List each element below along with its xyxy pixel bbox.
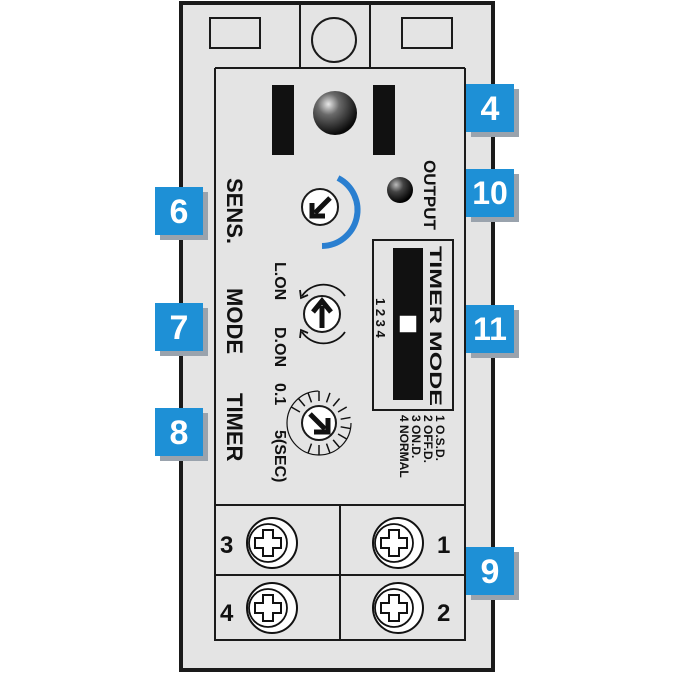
mode-label: MODE xyxy=(222,288,247,354)
mount-hole xyxy=(311,17,357,63)
timer-dial-tick xyxy=(340,426,351,430)
timer-dial-tick xyxy=(340,416,351,420)
lens-bar-left xyxy=(272,85,294,155)
callout-6: 6 xyxy=(155,187,208,240)
terminal-4-screw[interactable] xyxy=(246,582,298,634)
mode-knob-arrow-icon xyxy=(311,297,333,328)
callout-4: 4 xyxy=(466,84,519,137)
timer-dial-tick xyxy=(332,439,341,448)
callout-10: 10 xyxy=(466,169,519,222)
callout-9: 9 xyxy=(466,547,519,600)
dark-on-label: D.ON xyxy=(271,327,288,367)
callout-11: 11 xyxy=(466,305,519,358)
svg-text:7: 7 xyxy=(170,309,189,347)
phillips-cross-icon xyxy=(380,594,408,622)
timer-dial-tick xyxy=(337,433,348,440)
terminal-4-label: 4 xyxy=(220,600,234,627)
dip-switch-slider[interactable] xyxy=(398,314,418,334)
callout-7: 7 xyxy=(155,303,208,356)
mode-arc-top-icon xyxy=(301,283,346,297)
sens-arc xyxy=(321,175,361,249)
timer-dial xyxy=(286,390,352,456)
output-led xyxy=(387,177,413,203)
terminal-2-label: 2 xyxy=(437,600,450,627)
svg-text:10: 10 xyxy=(472,175,508,211)
timer-dial-ring xyxy=(286,390,352,456)
mount-block xyxy=(299,3,371,69)
sens-label: SENS. xyxy=(222,178,247,244)
time-max-label: 5(SEC) xyxy=(271,430,288,482)
svg-text:4: 4 xyxy=(481,90,500,128)
timer-dial-tick xyxy=(332,398,341,407)
terminal-3-label: 3 xyxy=(220,532,233,559)
timer-dial-tick xyxy=(325,392,331,403)
timer-dial-tick xyxy=(290,406,301,413)
timer-option-3: 3 ON.D. xyxy=(409,415,423,458)
svg-text:8: 8 xyxy=(170,414,189,452)
sensor-lens xyxy=(313,91,357,135)
callout-8: 8 xyxy=(155,408,208,461)
terminal-3-screw[interactable] xyxy=(246,517,298,569)
timer-option-4: 4 NORMAL xyxy=(397,415,411,478)
timer-knob-arrow-icon xyxy=(308,412,331,435)
terminal-1-screw[interactable] xyxy=(372,517,424,569)
time-min-label: 0.1 xyxy=(271,383,288,405)
terminal-2-screw[interactable] xyxy=(372,582,424,634)
svg-text:11: 11 xyxy=(473,311,507,347)
svg-text:9: 9 xyxy=(481,553,500,591)
light-on-label: L.ON xyxy=(271,262,288,300)
phillips-cross-icon xyxy=(254,529,282,557)
timer-dial-tick xyxy=(337,406,348,413)
timer-dial-tick xyxy=(307,443,313,454)
timer-mode-label: TIMER MODE xyxy=(426,246,445,406)
svg-text:6: 6 xyxy=(170,193,189,231)
output-label: OUTPUT xyxy=(420,160,439,231)
timer-dial-tick xyxy=(325,443,331,454)
phillips-cross-icon xyxy=(254,594,282,622)
terminal-1-label: 1 xyxy=(437,532,450,559)
top-tab-left xyxy=(209,17,261,49)
timer-option-1: 1 O.S.D. xyxy=(433,415,447,461)
sens-knob-arrow-icon xyxy=(309,196,332,219)
timer-label: TIMER xyxy=(222,393,247,462)
timer-dial-tick xyxy=(307,392,313,403)
top-tab-right xyxy=(401,17,453,49)
dip-positions-label: 1 2 3 4 xyxy=(373,298,388,339)
lens-bar-right xyxy=(373,85,395,155)
timer-option-2: 2 OFF.D. xyxy=(421,415,435,463)
mode-arc-bottom-icon xyxy=(301,331,346,345)
phillips-cross-icon xyxy=(380,529,408,557)
timer-dial-tick xyxy=(297,398,306,407)
